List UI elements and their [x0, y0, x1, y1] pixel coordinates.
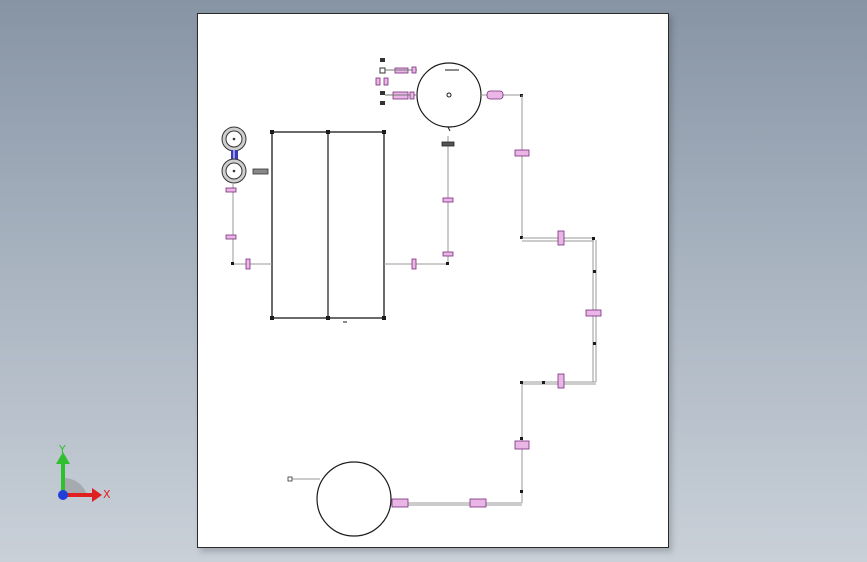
- view-triad: Y X: [56, 443, 111, 502]
- vessel-inlet-upper[interactable]: [375, 58, 417, 86]
- x-axis-arrow: [92, 488, 102, 502]
- pipe-stub: [252, 168, 269, 175]
- pipe-right-vertical[interactable]: [585, 240, 602, 382]
- tank-rectangular[interactable]: [270, 130, 386, 323]
- triad-arc: [63, 477, 87, 495]
- pipe-upper-horizontal[interactable]: [522, 230, 595, 246]
- pipe-lower-horizontal[interactable]: [520, 373, 596, 389]
- vessel-inlet-lower[interactable]: [380, 91, 417, 105]
- pipe-left[interactable]: [225, 184, 272, 270]
- pipe-bottom-horizontal[interactable]: [374, 498, 522, 508]
- vessel-top[interactable]: [416, 62, 482, 132]
- z-axis: [58, 490, 68, 500]
- gauge-top[interactable]: [221, 126, 247, 152]
- y-axis-label: Y: [58, 443, 66, 456]
- pipe-tank-to-vessel[interactable]: [384, 136, 455, 270]
- gauge-bottom[interactable]: [221, 158, 247, 184]
- valve-small[interactable]: [231, 150, 238, 159]
- pipe-vessel-outlet[interactable]: [481, 90, 530, 239]
- vessel-bottom[interactable]: [287, 461, 392, 537]
- y-axis-arrow: [56, 452, 70, 464]
- x-axis-label: X: [103, 488, 111, 501]
- pipe-lower-vertical[interactable]: [514, 384, 530, 503]
